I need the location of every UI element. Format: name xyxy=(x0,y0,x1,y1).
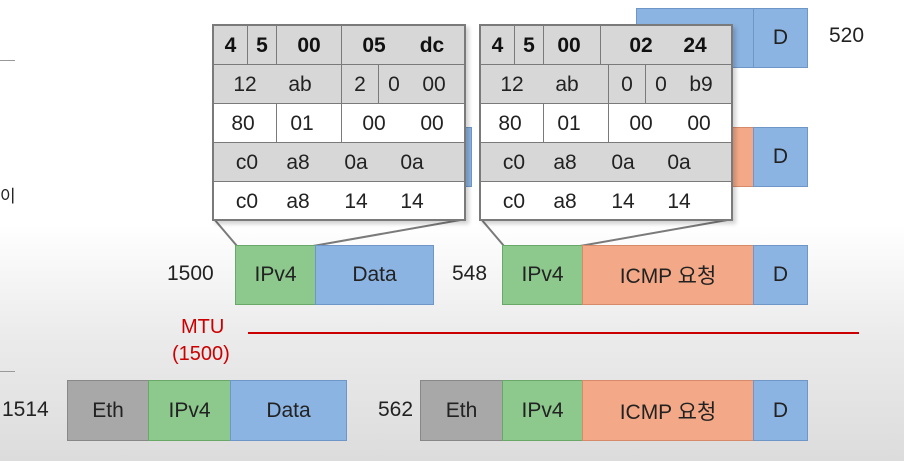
header-cell: b9 xyxy=(689,72,713,96)
header-row: 4 5 00 02 24 xyxy=(481,26,731,65)
ipv4-header-table-1: 4 5 00 05 dc 12 ab 2 0 00 80 01 00 00 c0… xyxy=(212,24,466,221)
header-cell: 02 xyxy=(629,33,653,57)
header-cell: a8 xyxy=(553,189,577,213)
top-size-label: 520 xyxy=(829,24,865,47)
packet1-ipv4-block: IPv4 xyxy=(235,245,316,305)
header-cell: 05 xyxy=(362,33,386,57)
header-cell: c0 xyxy=(235,150,259,174)
header-cell: 00 xyxy=(420,111,444,135)
left-divider-bottom xyxy=(0,371,15,372)
header-cell: 80 xyxy=(231,111,255,135)
frame2-eth-block: Eth xyxy=(420,380,503,441)
frame2-ipv4-block: IPv4 xyxy=(502,380,583,441)
header-cell: a8 xyxy=(553,150,577,174)
header-cell: 14 xyxy=(344,189,368,213)
header-cell: 12 xyxy=(233,72,257,96)
header-cell: dc xyxy=(419,33,445,57)
header-cell: 0 xyxy=(621,72,633,96)
ipv4-header-table-2: 4 5 00 02 24 12 ab 0 0 b9 80 01 00 00 c0… xyxy=(479,24,733,221)
header-cell: ab xyxy=(288,72,312,96)
mtu-label: MTU xyxy=(181,316,225,338)
frame1-eth-block: Eth xyxy=(67,380,149,441)
header-cell: 24 xyxy=(683,33,707,57)
header-row: c0 a8 0a 0a xyxy=(214,143,464,182)
header-cell: 5 xyxy=(523,33,535,57)
header-cell: 0a xyxy=(667,150,691,174)
header-cell: 00 xyxy=(629,111,653,135)
header-cell: 0 xyxy=(655,72,667,96)
header-cell: ab xyxy=(555,72,579,96)
top-d-block: D xyxy=(753,8,808,68)
header-cell: 4 xyxy=(224,33,237,57)
header-cell: 14 xyxy=(611,189,635,213)
header-row: 80 01 00 00 xyxy=(214,104,464,143)
frame2-size-label: 562 xyxy=(378,398,414,421)
mid-d-block: D xyxy=(753,127,808,187)
mtu-line xyxy=(248,332,859,334)
header-cell: 00 xyxy=(422,72,446,96)
header-cell: 00 xyxy=(297,33,321,57)
frame1-size-label: 1514 xyxy=(2,398,49,421)
packet2-d-block: D xyxy=(753,245,808,305)
packet1-data-block: Data xyxy=(315,245,434,305)
header-cell: 01 xyxy=(557,111,581,135)
header-row: 4 5 00 05 dc xyxy=(214,26,464,65)
header-cell: 14 xyxy=(400,189,424,213)
header-cell: 01 xyxy=(290,111,314,135)
header-cell: 14 xyxy=(667,189,691,213)
packet1-size-label: 1500 xyxy=(167,262,214,285)
header-cell: 2 xyxy=(354,72,366,96)
header-row: c0 a8 14 14 xyxy=(481,182,731,221)
left-edge-text: 이 xyxy=(0,187,16,206)
frame1-ipv4-block: IPv4 xyxy=(148,380,231,441)
header-cell: c0 xyxy=(235,189,259,213)
frame1-data-block: Data xyxy=(230,380,347,441)
packet2-icmp-block: ICMP 요청 xyxy=(582,245,754,305)
header-cell: a8 xyxy=(286,150,310,174)
header-cell: 80 xyxy=(498,111,522,135)
header-row: 12 ab 0 0 b9 xyxy=(481,65,731,104)
header-cell: 12 xyxy=(500,72,524,96)
header-cell: 0a xyxy=(400,150,424,174)
header-cell: 4 xyxy=(491,33,504,57)
header-row: c0 a8 0a 0a xyxy=(481,143,731,182)
header-cell: 00 xyxy=(557,33,581,57)
frame2-icmp-block: ICMP 요청 xyxy=(582,380,754,441)
header-cell: 00 xyxy=(687,111,711,135)
header-cell: 00 xyxy=(362,111,386,135)
header-cell: 0a xyxy=(344,150,368,174)
header-cell: 0 xyxy=(388,72,400,96)
header-row: 12 ab 2 0 00 xyxy=(214,65,464,104)
header-cell: c0 xyxy=(502,189,526,213)
header-row: 80 01 00 00 xyxy=(481,104,731,143)
left-divider-top xyxy=(0,60,15,61)
header-cell: 0a xyxy=(611,150,635,174)
mtu-value: (1500) xyxy=(172,343,230,365)
packet2-ipv4-block: IPv4 xyxy=(502,245,583,305)
header-cell: c0 xyxy=(502,150,526,174)
frame2-d-block: D xyxy=(753,380,808,441)
packet2-size-label: 548 xyxy=(452,262,488,285)
header-cell: a8 xyxy=(286,189,310,213)
header-row: c0 a8 14 14 xyxy=(214,182,464,221)
header-cell: 5 xyxy=(256,33,268,57)
